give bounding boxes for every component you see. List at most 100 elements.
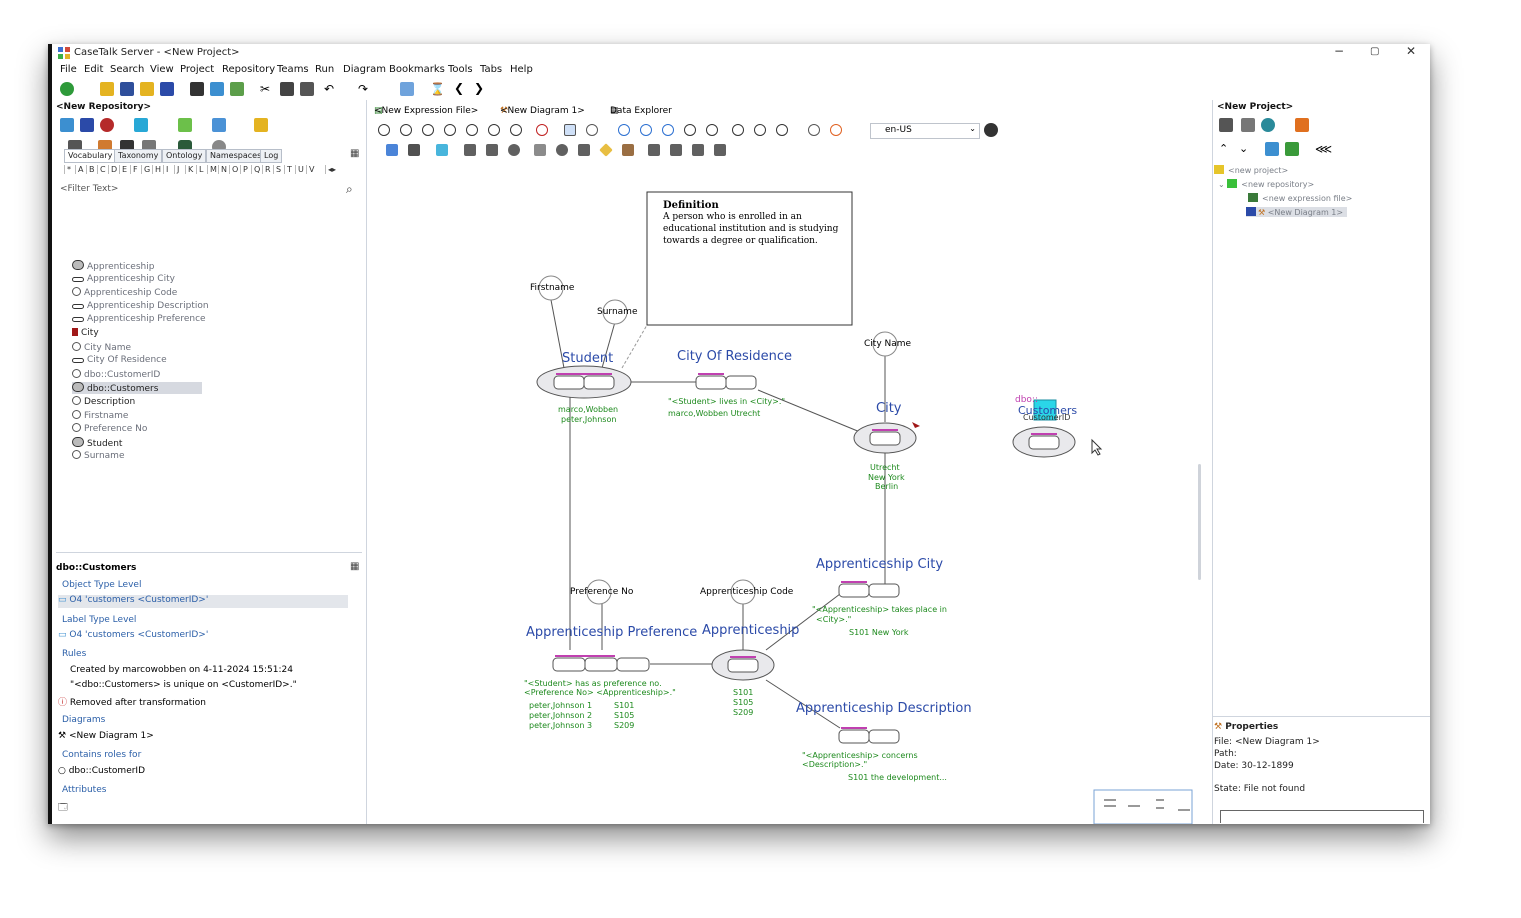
vocab-item[interactable]: Apprenticeship Description [72, 301, 209, 313]
alpha-letter[interactable]: P [240, 165, 248, 174]
details-menu-icon[interactable]: ▦ [350, 561, 360, 572]
folder-icon[interactable] [140, 82, 154, 96]
label-type-tool-icon[interactable] [464, 144, 476, 156]
image-export-icon[interactable] [386, 144, 398, 156]
menu-edit[interactable]: Edit [84, 64, 104, 75]
cut-icon[interactable]: ✂ [260, 82, 271, 96]
list-icon[interactable] [80, 118, 94, 132]
tab-vocabulary[interactable]: Vocabulary [64, 149, 117, 163]
new-file-icon[interactable] [1219, 118, 1233, 132]
vocab-item[interactable]: Apprenticeship City [72, 274, 175, 286]
open-icon[interactable] [100, 82, 114, 96]
forward-icon[interactable]: ❯ [474, 81, 485, 95]
alpha-letter[interactable]: * [64, 165, 71, 174]
menu-diagram[interactable]: Diagram [343, 64, 386, 75]
alpha-letter[interactable]: N [218, 165, 227, 174]
note-icon[interactable] [436, 144, 448, 156]
alpha-letter[interactable]: I [163, 165, 168, 174]
student-title[interactable]: Student [562, 351, 613, 366]
apprenticeship-city-role-1[interactable] [838, 583, 870, 598]
city-name-label[interactable]: City Name [864, 339, 912, 349]
zoom-in-icon[interactable] [618, 124, 630, 136]
sphere-icon[interactable] [556, 144, 568, 156]
pointer-icon[interactable] [564, 124, 576, 136]
alpha-letter[interactable]: H [152, 165, 161, 174]
tab-namespaces[interactable]: Namespaces [206, 149, 266, 163]
apprenticeship-preference-role-1[interactable] [552, 657, 586, 672]
zoom-node-icon[interactable] [466, 124, 478, 136]
chat-icon[interactable] [134, 118, 148, 132]
surname-label[interactable]: Surname [597, 307, 638, 317]
menu-bookmarks[interactable]: Bookmarks [389, 64, 445, 75]
vocab-item[interactable]: Firstname [72, 409, 128, 422]
grid-icon[interactable] [400, 82, 414, 96]
canvas-vertical-scrollbar[interactable] [1198, 464, 1201, 580]
menu-teams[interactable]: Teams [277, 64, 309, 75]
vocab-item[interactable]: dbo::CustomerID [72, 368, 160, 381]
menu-help[interactable]: Help [510, 64, 533, 75]
align-top-icon[interactable] [754, 124, 766, 136]
document-icon[interactable] [1241, 118, 1255, 132]
zoom-fit-icon[interactable] [662, 124, 674, 136]
vocab-item[interactable]: City [72, 328, 99, 340]
zoom-out-icon[interactable] [640, 124, 652, 136]
apprenticeship-code-label[interactable]: Apprenticeship Code [700, 587, 794, 597]
menu-repository[interactable]: Repository [222, 64, 276, 75]
alpha-letter[interactable]: V [306, 165, 314, 174]
alpha-letter[interactable]: K [185, 165, 193, 174]
collapse-icon[interactable]: ⌃ [1219, 142, 1229, 155]
maximize-button[interactable]: ▢ [1370, 46, 1380, 57]
vocab-item[interactable]: Apprenticeship Code [72, 287, 177, 299]
copy-files-icon[interactable] [120, 82, 134, 96]
apprenticeship-preference-role-2[interactable] [584, 657, 618, 672]
tab-ontology[interactable]: Ontology [162, 149, 207, 163]
customers-selection-handle[interactable] [1033, 399, 1057, 421]
minimize-button[interactable]: − [1334, 44, 1345, 58]
tag-tool-icon[interactable] [714, 144, 726, 156]
share-icon[interactable]: ⋘ [1315, 142, 1333, 156]
percent-icon[interactable] [670, 144, 682, 156]
overview-minimap[interactable] [1093, 789, 1193, 824]
locale-select[interactable]: en-US ⌄ [870, 123, 980, 139]
table-icon[interactable] [408, 144, 420, 156]
vocab-item[interactable]: Description [72, 396, 135, 408]
apprenticeship-city-title[interactable]: Apprenticeship City [816, 557, 943, 572]
alpha-letter[interactable]: O [229, 165, 238, 174]
tree-diagram[interactable]: ⚒ <New Diagram 1> [1246, 207, 1348, 217]
paste-icon[interactable] [300, 82, 314, 96]
circle-icon[interactable] [808, 124, 820, 136]
alpha-letter[interactable]: R [262, 165, 271, 174]
firstname-label[interactable]: Firstname [530, 283, 575, 293]
report-icon[interactable] [230, 82, 244, 96]
alpha-letter[interactable]: M [207, 165, 217, 174]
tree-project[interactable]: <new project> [1214, 165, 1288, 175]
vocab-item[interactable]: City Of Residence [72, 355, 167, 367]
tree-repository[interactable]: ⌄ <new repository> [1218, 179, 1314, 189]
link-icon[interactable] [692, 144, 704, 156]
target-icon[interactable] [422, 124, 434, 136]
menu-run[interactable]: Run [315, 64, 335, 75]
apprenticeship-description-role-1[interactable] [838, 729, 870, 744]
search-icon[interactable]: ⌕ [346, 182, 353, 196]
diagram-link[interactable]: ⚒ <New Diagram 1> [58, 731, 154, 741]
role-item[interactable]: ○ dbo::CustomerID [58, 766, 145, 776]
city-of-residence-role-1[interactable] [695, 375, 727, 390]
alpha-letter[interactable]: U [295, 165, 304, 174]
distribute-icon[interactable] [776, 124, 788, 136]
object-type-item[interactable]: ▭ O4 'customers <CustomerID>' [58, 595, 348, 608]
expand-icon[interactable]: ⌄ [1239, 142, 1249, 155]
menu-file[interactable]: File [60, 64, 77, 75]
paragraph-icon[interactable] [578, 144, 590, 156]
apprenticeship-description-title[interactable]: Apprenticeship Description [796, 701, 972, 716]
rounded-rect-icon[interactable] [534, 144, 546, 156]
align-bottom-icon[interactable] [732, 124, 744, 136]
alphabet-scroll-icon[interactable]: ◂▸ [325, 165, 336, 174]
vocab-item[interactable]: Apprenticeship [72, 260, 154, 272]
back-icon[interactable]: ❮ [454, 81, 465, 95]
city-of-residence-role-2[interactable] [725, 375, 757, 390]
panel-menu-icon[interactable]: ▦ [350, 148, 360, 159]
run-icon[interactable] [1295, 118, 1309, 132]
add-icon[interactable] [60, 82, 74, 96]
vocab-item[interactable]: dbo::Customers [72, 382, 202, 395]
fact-type-tool-icon[interactable] [486, 144, 498, 156]
